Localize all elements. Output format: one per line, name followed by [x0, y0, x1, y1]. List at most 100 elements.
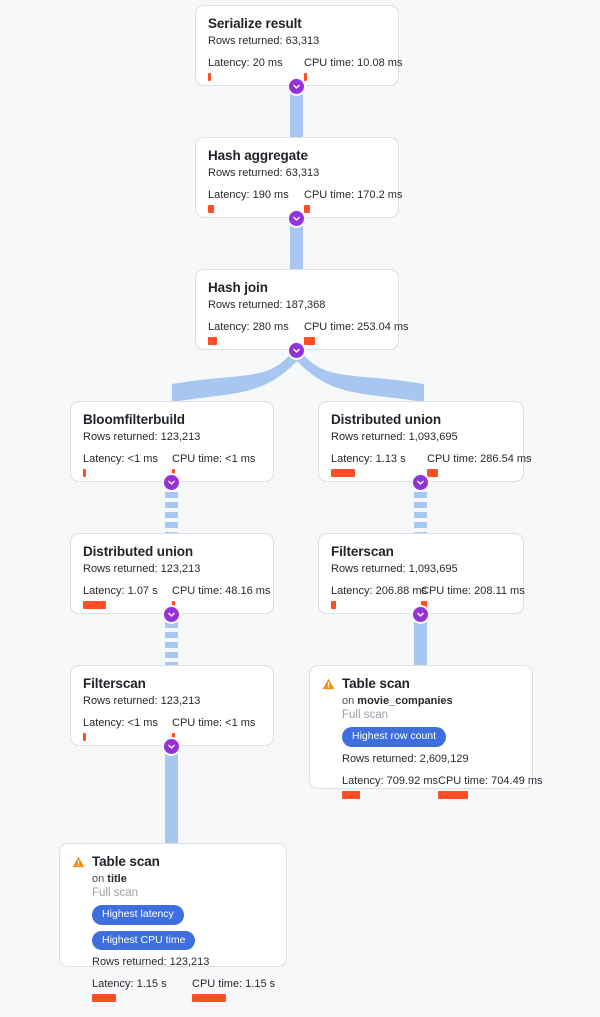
badge-highest-latency[interactable]: Highest latency	[92, 905, 184, 925]
latency-metric: Latency: 190 ms	[208, 189, 304, 213]
plan-node-bloomfilterbuild[interactable]: Bloomfilterbuild Rows returned: 123,213 …	[70, 401, 274, 482]
cpu-bar	[172, 469, 175, 477]
node-metrics: Latency: <1 ms CPU time: <1 ms	[83, 453, 261, 477]
cpu-label: CPU time: 208.11 ms	[421, 585, 525, 597]
plan-node-distributed-union-right[interactable]: Distributed union Rows returned: 1,093,6…	[318, 401, 532, 482]
badge-highest-row-count[interactable]: Highest row count	[342, 727, 447, 747]
rows-returned: Rows returned: 187,368	[208, 299, 326, 311]
node-title: Distributed union	[331, 412, 442, 427]
chevron-down-icon	[293, 216, 300, 221]
collapse-toggle-hash-join[interactable]	[289, 343, 304, 358]
cpu-bar	[304, 73, 307, 81]
node-title: Serialize result	[208, 16, 302, 31]
chevron-down-icon	[168, 744, 175, 749]
plan-node-filterscan-right[interactable]: Filterscan Rows returned: 1,093,695 Late…	[318, 533, 525, 614]
cpu-label: CPU time: 170.2 ms	[304, 189, 403, 201]
chevron-down-icon	[293, 348, 300, 353]
node-header: Table scan on title Full scan Highest la…	[72, 854, 275, 1002]
edge-join-to-distributed-union-right	[296, 352, 424, 402]
latency-metric: Latency: 206.88 ms	[331, 585, 428, 609]
cpu-bar	[421, 601, 427, 609]
collapse-toggle-distributed-union-right[interactable]	[413, 475, 428, 490]
node-title: Distributed union	[83, 544, 194, 559]
cpu-label: CPU time: 1.15 s	[192, 978, 276, 990]
latency-metric: Latency: 280 ms	[208, 321, 304, 345]
chevron-down-icon	[293, 84, 300, 89]
latency-label: Latency: 1.13 s	[331, 453, 406, 465]
latency-label: Latency: 709.92 ms	[342, 774, 439, 787]
cpu-metric: CPU time: 1.15 s	[192, 978, 275, 1002]
node-metrics: Latency: 20 ms CPU time: 10.08 ms	[208, 57, 402, 81]
warning-triangle-icon	[72, 856, 85, 868]
collapse-toggle-serialize-result[interactable]	[289, 79, 304, 94]
rows-returned: Rows returned: 1,093,695	[331, 431, 458, 443]
latency-label: Latency: <1 ms	[83, 717, 158, 729]
cpu-bar	[172, 733, 175, 741]
cpu-metric: CPU time: 286.54 ms	[427, 453, 532, 477]
node-header: Distributed union	[83, 544, 261, 560]
latency-bar	[83, 601, 106, 609]
cpu-bar	[304, 205, 310, 213]
cpu-label: CPU time: 10.08 ms	[304, 57, 403, 69]
cpu-metric: CPU time: 170.2 ms	[304, 189, 402, 213]
rows-returned: Rows returned: 123,213	[83, 563, 201, 575]
latency-label: Latency: 190 ms	[208, 189, 289, 201]
chevron-down-icon	[417, 612, 424, 617]
latency-label: Latency: 20 ms	[208, 57, 283, 69]
plan-node-table-scan-title[interactable]: Table scan on title Full scan Highest la…	[59, 843, 287, 1002]
cpu-bar	[172, 601, 175, 609]
plan-node-table-scan-movie-companies[interactable]: Table scan on movie_companies Full scan …	[309, 665, 543, 799]
node-title: Table scan	[342, 676, 410, 691]
node-badges: Highest latency Highest CPU time	[92, 905, 274, 950]
node-title: Filterscan	[331, 544, 394, 559]
latency-label: Latency: 206.88 ms	[331, 585, 428, 597]
rows-returned: Rows returned: 63,313	[208, 35, 320, 47]
cpu-label: CPU time: <1 ms	[172, 717, 256, 729]
collapse-toggle-filterscan-right[interactable]	[413, 607, 428, 622]
node-header: Table scan on movie_companies Full scan …	[322, 676, 543, 799]
cpu-label: CPU time: 48.16 ms	[172, 585, 271, 597]
node-title: Table scan	[92, 854, 160, 869]
latency-bar	[331, 601, 336, 609]
collapse-toggle-filterscan-left[interactable]	[164, 739, 179, 754]
rows-returned: Rows returned: 123,213	[92, 956, 210, 968]
node-metrics: Latency: 280 ms CPU time: 253.04 ms	[208, 321, 409, 345]
latency-bar	[208, 205, 214, 213]
edge-join-to-bloomfilterbuild	[172, 352, 298, 402]
node-metrics: Latency: 190 ms CPU time: 170.2 ms	[208, 189, 402, 213]
latency-bar	[92, 994, 116, 1002]
collapse-toggle-hash-aggregate[interactable]	[289, 211, 304, 226]
cpu-bar	[438, 790, 468, 799]
latency-metric: Latency: 1.15 s	[92, 978, 192, 1002]
cpu-bar	[427, 469, 438, 477]
rows-returned: Rows returned: 123,213	[83, 695, 201, 707]
node-title: Filterscan	[83, 676, 146, 691]
rows-returned: Rows returned: 123,213	[83, 431, 201, 443]
latency-metric: Latency: <1 ms	[83, 453, 172, 477]
plan-node-distributed-union-left[interactable]: Distributed union Rows returned: 123,213…	[70, 533, 274, 614]
node-header: Serialize result	[208, 16, 386, 32]
collapse-toggle-bloomfilterbuild[interactable]	[164, 475, 179, 490]
cpu-bar	[304, 337, 315, 345]
plan-node-hash-join[interactable]: Hash join Rows returned: 187,368 Latency…	[195, 269, 409, 350]
scan-type: Full scan	[342, 709, 389, 721]
cpu-metric: CPU time: 10.08 ms	[304, 57, 402, 81]
plan-node-serialize-result[interactable]: Serialize result Rows returned: 63,313 L…	[195, 5, 402, 86]
plan-node-filterscan-left[interactable]: Filterscan Rows returned: 123,213 Latenc…	[70, 665, 274, 746]
node-table-ref: on movie_companies	[342, 694, 520, 708]
node-header: Hash aggregate	[208, 148, 386, 164]
node-title: Bloomfilterbuild	[83, 412, 185, 427]
cpu-metric: CPU time: 48.16 ms	[172, 585, 270, 609]
node-metrics: Latency: 1.15 s CPU time: 1.15 s	[92, 978, 275, 1002]
cpu-label: CPU time: 286.54 ms	[427, 453, 532, 465]
node-header: Filterscan	[83, 676, 261, 692]
badge-highest-cpu-time[interactable]: Highest CPU time	[92, 930, 196, 950]
latency-metric: Latency: 709.92 ms	[342, 775, 438, 799]
plan-node-hash-aggregate[interactable]: Hash aggregate Rows returned: 63,313 Lat…	[195, 137, 402, 218]
node-metrics: Latency: 1.07 s CPU time: 48.16 ms	[83, 585, 270, 609]
collapse-toggle-distributed-union-left[interactable]	[164, 607, 179, 622]
cpu-metric: CPU time: 704.49 ms	[438, 775, 543, 799]
latency-bar	[83, 733, 86, 741]
latency-label: Latency: 1.15 s	[92, 978, 167, 990]
latency-label: Latency: <1 ms	[83, 453, 158, 465]
